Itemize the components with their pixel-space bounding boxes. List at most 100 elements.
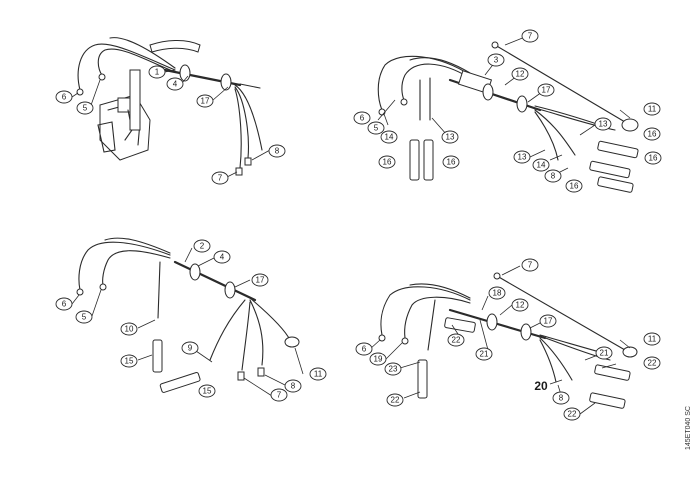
ring-terminal bbox=[621, 118, 639, 132]
svg-text:7: 7 bbox=[528, 32, 533, 41]
svg-text:22: 22 bbox=[452, 336, 461, 345]
callout-bubble: 15 bbox=[198, 384, 216, 398]
grommet bbox=[482, 83, 494, 101]
callout-bubble: 7 bbox=[521, 29, 539, 43]
wire bbox=[234, 88, 242, 169]
svg-text:13: 13 bbox=[599, 120, 608, 129]
svg-text:11: 11 bbox=[314, 370, 323, 379]
callout-bubble: 5 bbox=[76, 101, 94, 115]
callout-bubble: 23 bbox=[384, 362, 402, 376]
callout-bubble: 22 bbox=[447, 333, 465, 347]
ring-terminal bbox=[284, 336, 300, 348]
svg-text:19: 19 bbox=[374, 355, 383, 364]
svg-text:16: 16 bbox=[570, 182, 579, 191]
callout-bubble: 11 bbox=[309, 367, 327, 381]
wire bbox=[409, 57, 471, 74]
callout-bubble: 7 bbox=[521, 258, 539, 272]
callout-bubble: 21 bbox=[475, 347, 493, 361]
sleeve bbox=[152, 339, 163, 373]
svg-text:6: 6 bbox=[62, 93, 67, 102]
callout-bubble: 6 bbox=[55, 297, 73, 311]
sleeve bbox=[597, 140, 639, 159]
svg-text:5: 5 bbox=[374, 124, 379, 133]
grommet bbox=[486, 313, 498, 331]
wire bbox=[401, 63, 471, 101]
callout-bubble: 7 bbox=[270, 388, 288, 402]
sleeve bbox=[444, 317, 476, 333]
svg-text:20: 20 bbox=[534, 379, 548, 393]
callout-bubble: 15 bbox=[120, 354, 138, 368]
svg-text:14: 14 bbox=[385, 133, 394, 142]
callout-bubble: 4 bbox=[213, 250, 231, 264]
wire bbox=[494, 44, 626, 123]
callout-bubble: 12 bbox=[511, 67, 529, 81]
svg-text:15: 15 bbox=[203, 387, 212, 396]
callout-bubble: 17 bbox=[537, 83, 555, 97]
svg-text:16: 16 bbox=[383, 158, 392, 167]
callout-bubble: 16 bbox=[644, 151, 662, 165]
wire bbox=[109, 37, 176, 69]
callout-bubble: 22 bbox=[643, 356, 661, 370]
callout-bubble: 11 bbox=[643, 332, 661, 346]
callout-bubble: 8 bbox=[268, 144, 286, 158]
callout-bubble: 16 bbox=[643, 127, 661, 141]
svg-text:4: 4 bbox=[173, 80, 178, 89]
callout-bubble: 3 bbox=[487, 53, 505, 67]
callout-bubble: 19 bbox=[369, 352, 387, 366]
diagram-code: 145ET040 SC bbox=[685, 406, 692, 450]
svg-text:17: 17 bbox=[256, 276, 265, 285]
svg-text:7: 7 bbox=[277, 391, 282, 400]
wire bbox=[234, 86, 249, 159]
svg-text:7: 7 bbox=[528, 261, 533, 270]
svg-text:12: 12 bbox=[516, 301, 525, 310]
svg-text:4: 4 bbox=[220, 253, 225, 262]
svg-text:11: 11 bbox=[648, 335, 657, 344]
svg-text:11: 11 bbox=[648, 105, 657, 114]
callout-bubble: 12 bbox=[511, 298, 529, 312]
svg-text:12: 12 bbox=[516, 70, 525, 79]
ring-terminal bbox=[622, 346, 638, 358]
panel-top-right: 7 3 12 17 11 16 6 5 14 13 13 13 14 8 16 … bbox=[353, 29, 662, 193]
svg-text:16: 16 bbox=[648, 130, 657, 139]
callout-bubble: 17 bbox=[251, 273, 269, 287]
grommet bbox=[179, 64, 191, 82]
callout-bubble: 13 bbox=[513, 150, 531, 164]
callout-bubble: 8 bbox=[552, 391, 570, 405]
svg-text:1: 1 bbox=[155, 68, 160, 77]
callout-bubble: 4 bbox=[166, 77, 184, 91]
svg-text:14: 14 bbox=[537, 161, 546, 170]
callout-bubble: 6 bbox=[355, 342, 373, 356]
panel-bottom-left: 2 4 17 6 5 10 15 9 15 11 8 7 bbox=[55, 237, 327, 402]
callout-bubble: 17 bbox=[196, 94, 214, 108]
callout-bubble: 16 bbox=[442, 155, 460, 169]
tube bbox=[129, 69, 141, 131]
panel-top-left: 1 4 5 6 17 7 8 bbox=[55, 37, 286, 185]
callout-bubble: 10 bbox=[120, 322, 138, 336]
wire bbox=[102, 250, 171, 286]
svg-text:13: 13 bbox=[446, 133, 455, 142]
svg-text:5: 5 bbox=[82, 313, 87, 322]
svg-text:7: 7 bbox=[218, 174, 223, 183]
callout-bubble: 2 bbox=[193, 239, 211, 253]
grommet bbox=[516, 95, 528, 113]
callout-bubble: 1 bbox=[148, 65, 166, 79]
callout-bubble: 11 bbox=[643, 102, 661, 116]
callout-bubble: 6 bbox=[353, 111, 371, 125]
sleeve bbox=[594, 364, 631, 381]
svg-text:21: 21 bbox=[600, 349, 609, 358]
callout-bubble: 18 bbox=[488, 286, 506, 300]
callout-label-bold: 20 bbox=[534, 379, 548, 393]
callout-bubble: 8 bbox=[284, 379, 302, 393]
callout-bubble: 16 bbox=[565, 179, 583, 193]
sleeve bbox=[597, 176, 634, 193]
sleeve bbox=[159, 372, 201, 393]
grommet bbox=[224, 281, 236, 299]
svg-text:6: 6 bbox=[62, 300, 67, 309]
grommet bbox=[189, 263, 201, 281]
svg-text:6: 6 bbox=[362, 345, 367, 354]
svg-text:8: 8 bbox=[559, 394, 564, 403]
svg-text:16: 16 bbox=[447, 158, 456, 167]
callout-bubble: 5 bbox=[367, 121, 385, 135]
callout-bubble: 9 bbox=[181, 341, 199, 355]
